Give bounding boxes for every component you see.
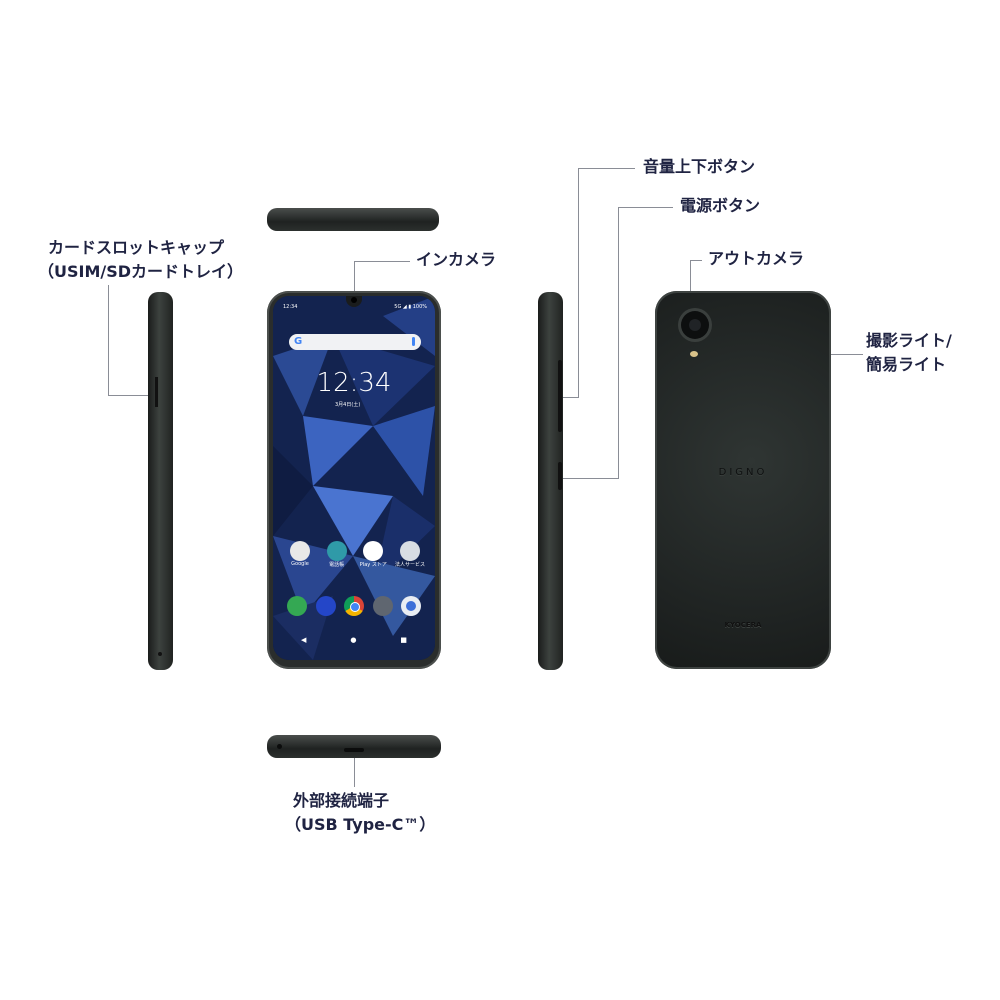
search-bar[interactable]: G [289,334,421,350]
phone-screen: 12:34 5G ◢ ▮ 100% G 12:34 3月4日(土) Google… [273,296,435,660]
clock: 12:34 [316,368,392,398]
phone-bottom-edge [267,735,441,758]
headphone-jack [277,744,282,749]
google-folder-icon [290,541,310,561]
app-label: Play ストア [359,562,387,568]
front-camera-leader [354,261,355,301]
power-button [558,462,562,490]
volume-buttons-label: 音量上下ボタン [643,157,756,176]
app-play-store[interactable]: Play ストア [358,541,388,571]
port-label: 外部接続端子 [293,791,390,810]
app-label: 電話帳 [329,562,345,568]
home-button[interactable]: ● [350,636,357,644]
front-camera-leader-h [354,261,410,262]
messages-icon[interactable] [315,596,336,616]
phone-left-side [148,292,173,670]
status-icons: 5G ◢ ▮ 100% [394,304,427,310]
card-slot-leader [108,285,109,396]
brand-logo: DIGNO [718,467,768,478]
card-slot-label: カードスロットキャップ [48,238,225,257]
phone-back: DIGNO KYOCERA [655,291,831,669]
front-camera-lens [351,297,357,303]
card-slot-leader-h [108,395,156,396]
front-camera-label: インカメラ [416,250,497,269]
app-business[interactable]: 法人サービス [395,541,425,571]
usb-c-port [344,748,364,752]
volume-leader-top [578,168,635,169]
maker-logo: KYOCERA [724,621,762,629]
google-g-icon: G [294,336,303,347]
app-google[interactable]: Google [285,541,315,571]
volume-leader [578,168,579,398]
phone-front: 12:34 5G ◢ ▮ 100% G 12:34 3月4日(土) Google… [267,291,441,669]
business-folder-icon [399,541,420,561]
rear-camera-label: アウトカメラ [708,249,805,268]
nav-bar: ◀ ● ■ [301,636,407,644]
card-slot-sublabel: （USIM/SDカードトレイ） [38,262,244,281]
power-leader [618,207,619,479]
light-sublabel: 簡易ライト [866,355,947,374]
recents-button[interactable]: ■ [400,636,407,644]
notch-front-camera [346,296,362,307]
date: 3月4日(土) [335,402,361,408]
power-button-label: 電源ボタン [680,196,761,215]
phone-top-edge [267,208,439,231]
chrome-icon[interactable] [344,596,364,616]
status-time: 12:34 [283,304,298,310]
settings-icon[interactable] [401,596,421,616]
rear-camera-leader-h [690,260,702,261]
strap-hole [158,652,162,656]
light-label: 撮影ライト/ [866,331,952,350]
volume-buttons [558,360,562,432]
port-leader [354,757,355,787]
contacts-icon [326,541,347,561]
back-button[interactable]: ◀ [301,636,307,644]
flash-light-icon [690,351,698,357]
power-leader-top [618,207,673,208]
dock [287,596,421,616]
app-label: Google [291,561,309,567]
port-sublabel: （USB Type-C™） [285,815,436,834]
app-contacts[interactable]: 電話帳 [322,541,352,571]
phone-icon[interactable] [287,596,307,616]
camera-icon[interactable] [372,596,393,616]
play-store-icon [363,541,384,561]
rear-camera-icon [681,311,709,339]
home-app-row: Google 電話帳 Play ストア 法人サービス [285,541,425,571]
app-label: 法人サービス [394,562,425,568]
volume-leader-bottom [562,397,579,398]
card-slot-cap [155,377,158,407]
phone-right-side [538,292,563,670]
power-leader-bottom [562,478,619,479]
mic-icon[interactable] [412,337,415,346]
